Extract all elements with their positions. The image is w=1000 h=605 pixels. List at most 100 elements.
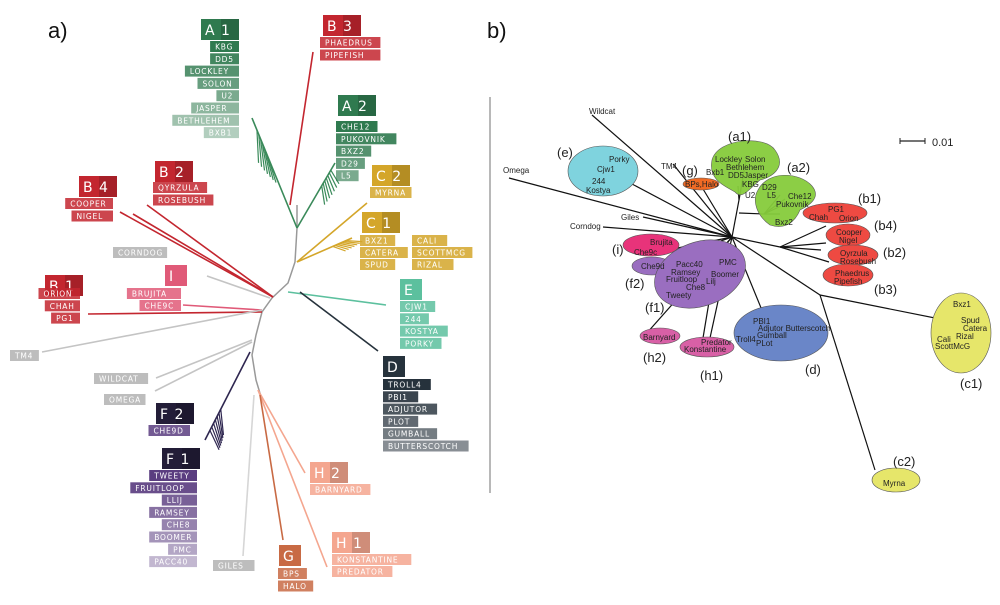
leaf-tag-pbi1: PBI1 xyxy=(383,391,419,403)
branch-b3 xyxy=(289,51,314,206)
clade-c1-shape xyxy=(930,292,992,374)
tag-background xyxy=(149,470,197,481)
clade-b1-tag: (b1) xyxy=(858,191,881,206)
taxon-label-barnyard: Barnyard xyxy=(643,333,675,342)
tag-label: PREDATOR xyxy=(337,568,384,577)
tag-background xyxy=(184,65,239,77)
leaf-tag-kbg: KBG xyxy=(210,41,239,52)
tag-label: CATERA xyxy=(365,249,399,258)
header-background xyxy=(156,403,194,424)
branch-b4 xyxy=(132,213,274,298)
header-shade xyxy=(176,403,194,424)
leaf-branch xyxy=(256,130,260,163)
tag-background xyxy=(400,325,448,337)
clade-a1-shape xyxy=(711,140,780,196)
taxon-label-u2: U2 xyxy=(745,191,756,200)
leaf-tag-wildcat: WILDCAT xyxy=(94,373,149,384)
taxon-label-pg1: PG1 xyxy=(828,205,845,214)
clade-a1-tag: (a1) xyxy=(728,129,751,144)
tag-background xyxy=(320,37,381,48)
leaf-tag-ramsey: RAMSEY xyxy=(149,506,197,518)
tree-branch xyxy=(602,226,733,238)
leaf-tag-bxz1: BXZ1 xyxy=(360,235,396,246)
tag-label: OMEGA xyxy=(109,396,141,405)
tag-label: LLIJ xyxy=(167,496,183,505)
tag-background xyxy=(113,247,168,258)
header-label: B 4 xyxy=(83,180,109,196)
leaf-tag-tm4: TM4 xyxy=(10,350,39,361)
taxon-label-che9d: Che9d xyxy=(641,262,665,271)
header-label: E xyxy=(404,283,414,299)
branch-h1 xyxy=(257,389,328,568)
taxon-label-bxz2: Bxz2 xyxy=(775,218,793,227)
header-label: A 1 xyxy=(205,23,231,39)
branch-c2 xyxy=(296,202,368,263)
leaf-tag-che9d: CHE9D xyxy=(148,425,190,436)
taxon-label-brujita: Brujita xyxy=(650,238,673,247)
tag-background xyxy=(10,350,39,361)
taxon-label-ramsey: Ramsey xyxy=(671,268,700,277)
header-label: H 2 xyxy=(314,466,341,482)
taxon-label-tm4: TM4 xyxy=(661,162,678,171)
tree-branch xyxy=(709,236,733,339)
leaf-tag-corndog: CORNDOG xyxy=(113,247,168,258)
tag-background xyxy=(360,247,408,258)
branch-b1 xyxy=(87,311,263,315)
clade-header-b3: B 3 xyxy=(323,15,361,36)
header-background xyxy=(165,265,187,286)
leaf-tag-scottmcg: SCOTTMCG xyxy=(412,247,473,258)
tag-label: U2 xyxy=(221,92,233,101)
taxon-label-pmc: PMC xyxy=(719,258,737,267)
leaf-tag-pmc: PMC xyxy=(168,543,197,555)
taxon-label-omega: Omega xyxy=(503,166,530,175)
tag-background xyxy=(383,428,438,440)
header-shade xyxy=(358,95,376,116)
header-label: H 1 xyxy=(336,536,363,552)
tag-background xyxy=(412,235,448,246)
leaf-tag-konstantine: KONSTANTINE xyxy=(332,554,412,565)
clade-c2-shape xyxy=(871,467,921,493)
tree-branch xyxy=(731,199,740,238)
tree-branch xyxy=(779,246,822,251)
taxon-label-cooper: Cooper xyxy=(836,228,863,237)
branch-b2 xyxy=(146,204,274,298)
leaf-branch xyxy=(328,172,338,188)
tag-label: RIZAL xyxy=(417,261,443,270)
tag-background xyxy=(310,484,371,495)
scale-bar-label: 0.01 xyxy=(932,137,953,149)
leaf-branch xyxy=(261,143,269,174)
leaf-branch xyxy=(321,185,326,205)
header-label: I xyxy=(169,269,174,285)
tag-background xyxy=(168,543,197,555)
header-background xyxy=(383,356,405,377)
header-shade xyxy=(343,15,361,36)
taxon-label-bxz1: Bxz1 xyxy=(953,300,971,309)
leaf-tag-che8: CHE8 xyxy=(161,519,197,531)
tag-background xyxy=(172,114,239,126)
taxon-label-dd5: DD5 xyxy=(728,171,745,180)
taxon-label-fruitloop: Fruitloop xyxy=(666,275,698,284)
leaf-tag-jasper: JASPER xyxy=(191,102,239,114)
tag-background xyxy=(370,187,412,198)
tag-background xyxy=(400,313,429,325)
taxon-label-predator: Predator xyxy=(701,338,732,347)
leaf-branch xyxy=(209,430,220,451)
tree-branch xyxy=(699,183,733,238)
tag-background xyxy=(336,121,378,132)
tag-label: BUTTERSCOTCH xyxy=(388,442,458,451)
tag-background xyxy=(197,77,239,89)
tag-label: QYRZULA xyxy=(158,184,199,193)
tag-label: KBG xyxy=(215,43,233,52)
taxon-label-troll4: Troll4 xyxy=(736,335,756,344)
leaf-branch xyxy=(216,416,223,441)
header-background xyxy=(372,165,410,186)
taxon-label-pipefish: Pipefish xyxy=(834,277,862,286)
tag-background xyxy=(149,531,197,543)
branch-d xyxy=(299,291,379,352)
taxon-label-pbi1: PBI1 xyxy=(753,317,771,326)
leaf-tag-qyrzula: QYRZULA xyxy=(153,182,208,193)
tree-branch xyxy=(657,236,733,253)
tag-label: PBI1 xyxy=(388,393,408,402)
clade-f1-shape xyxy=(654,239,746,309)
header-label: F 2 xyxy=(160,407,184,423)
